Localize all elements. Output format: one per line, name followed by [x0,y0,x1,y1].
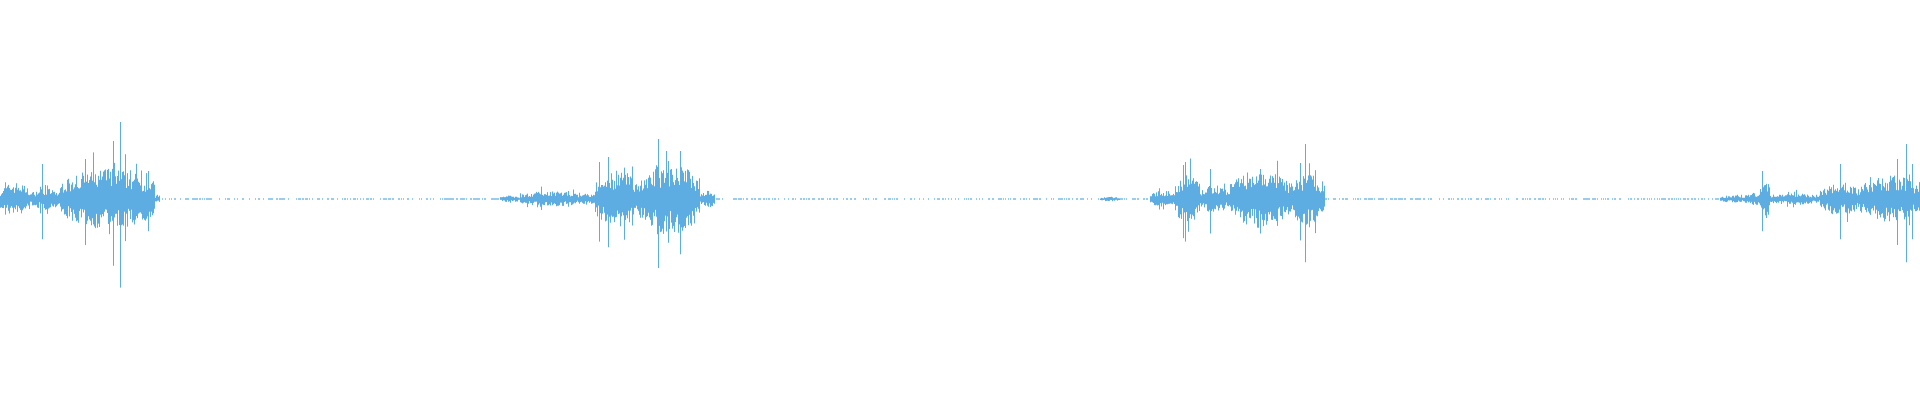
audio-waveform [0,122,1920,288]
